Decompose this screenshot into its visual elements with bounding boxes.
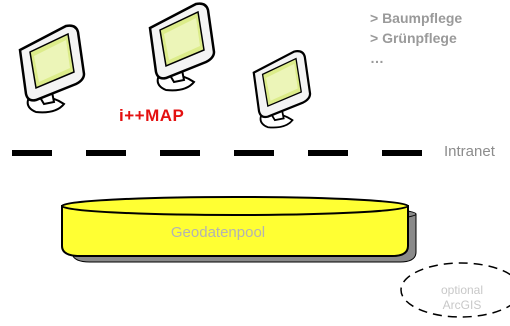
app-brand-label: i++MAP: [119, 106, 185, 125]
database-label: Geodatenpool: [170, 224, 266, 241]
topic-item: …: [370, 50, 384, 66]
topic-item: > Grünpflege: [370, 30, 457, 46]
workstation-2: [148, 2, 216, 92]
optional-line: optional: [440, 283, 484, 297]
arcgis-line: ArcGIS: [442, 298, 482, 312]
workstation-1: [18, 24, 86, 114]
optional-arcgis-ellipse: [400, 262, 510, 318]
topic-item: > Baumpflege: [370, 10, 463, 26]
database-cylinder: [61, 196, 417, 263]
monitor-icon: [18, 24, 86, 114]
workstation-3: [252, 50, 312, 129]
monitor-icon: [252, 50, 312, 129]
intranet-label: Intranet: [444, 143, 495, 160]
monitor-icon: [148, 2, 216, 92]
optional-arcgis-label: optional ArcGIS: [424, 283, 500, 313]
topic-list: > Baumpflege > Grünpflege …: [370, 8, 462, 68]
